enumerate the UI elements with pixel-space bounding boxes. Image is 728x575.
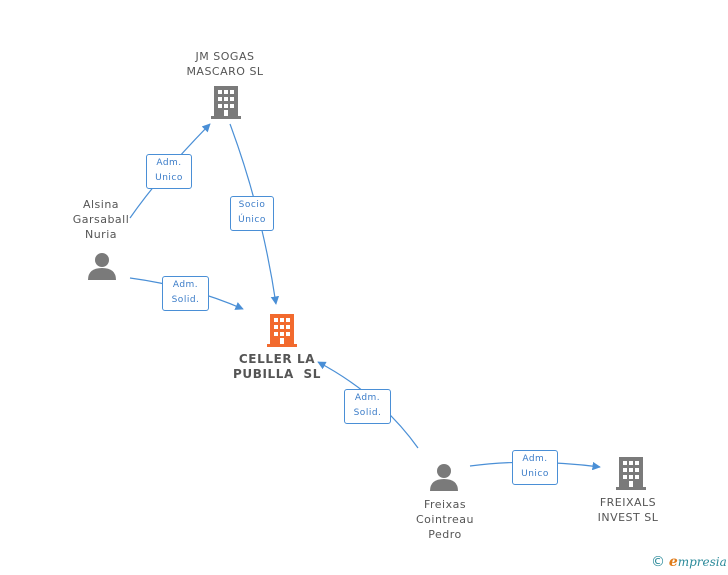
edge-label-alsina-jm[interactable]: Adm. Unico (146, 154, 192, 189)
edge-label-freixas-freixals[interactable]: Adm. Unico (512, 450, 558, 485)
building-icon[interactable] (211, 86, 241, 119)
building-icon[interactable] (267, 314, 297, 347)
edge-label-alsina-celler[interactable]: Adm. Solid. (162, 276, 209, 311)
brand-initial: e (668, 554, 678, 570)
person-icon[interactable] (430, 464, 458, 491)
copyright-icon: © (651, 554, 665, 570)
node-label-alsina[interactable]: Alsina Garsaball Nuria (72, 198, 130, 241)
brand-name: mpresia (677, 555, 727, 569)
person-icon[interactable] (88, 253, 116, 280)
node-label-freixas[interactable]: Freixas Cointreau Pedro (415, 498, 474, 541)
node-label-freixals[interactable]: FREIXALS INVEST SL (597, 496, 659, 524)
empresia-logo[interactable]: © empresia (651, 554, 727, 570)
node-label-jm-sogas[interactable]: JM SOGAS MASCARO SL (186, 50, 264, 78)
node-label-celler[interactable]: CELLER LA PUBILLA SL (233, 352, 321, 381)
edge-label-freixas-celler[interactable]: Adm. Solid. (344, 389, 391, 424)
edge-label-jm-celler[interactable]: Socio Único (230, 196, 274, 231)
building-icon[interactable] (616, 457, 646, 490)
